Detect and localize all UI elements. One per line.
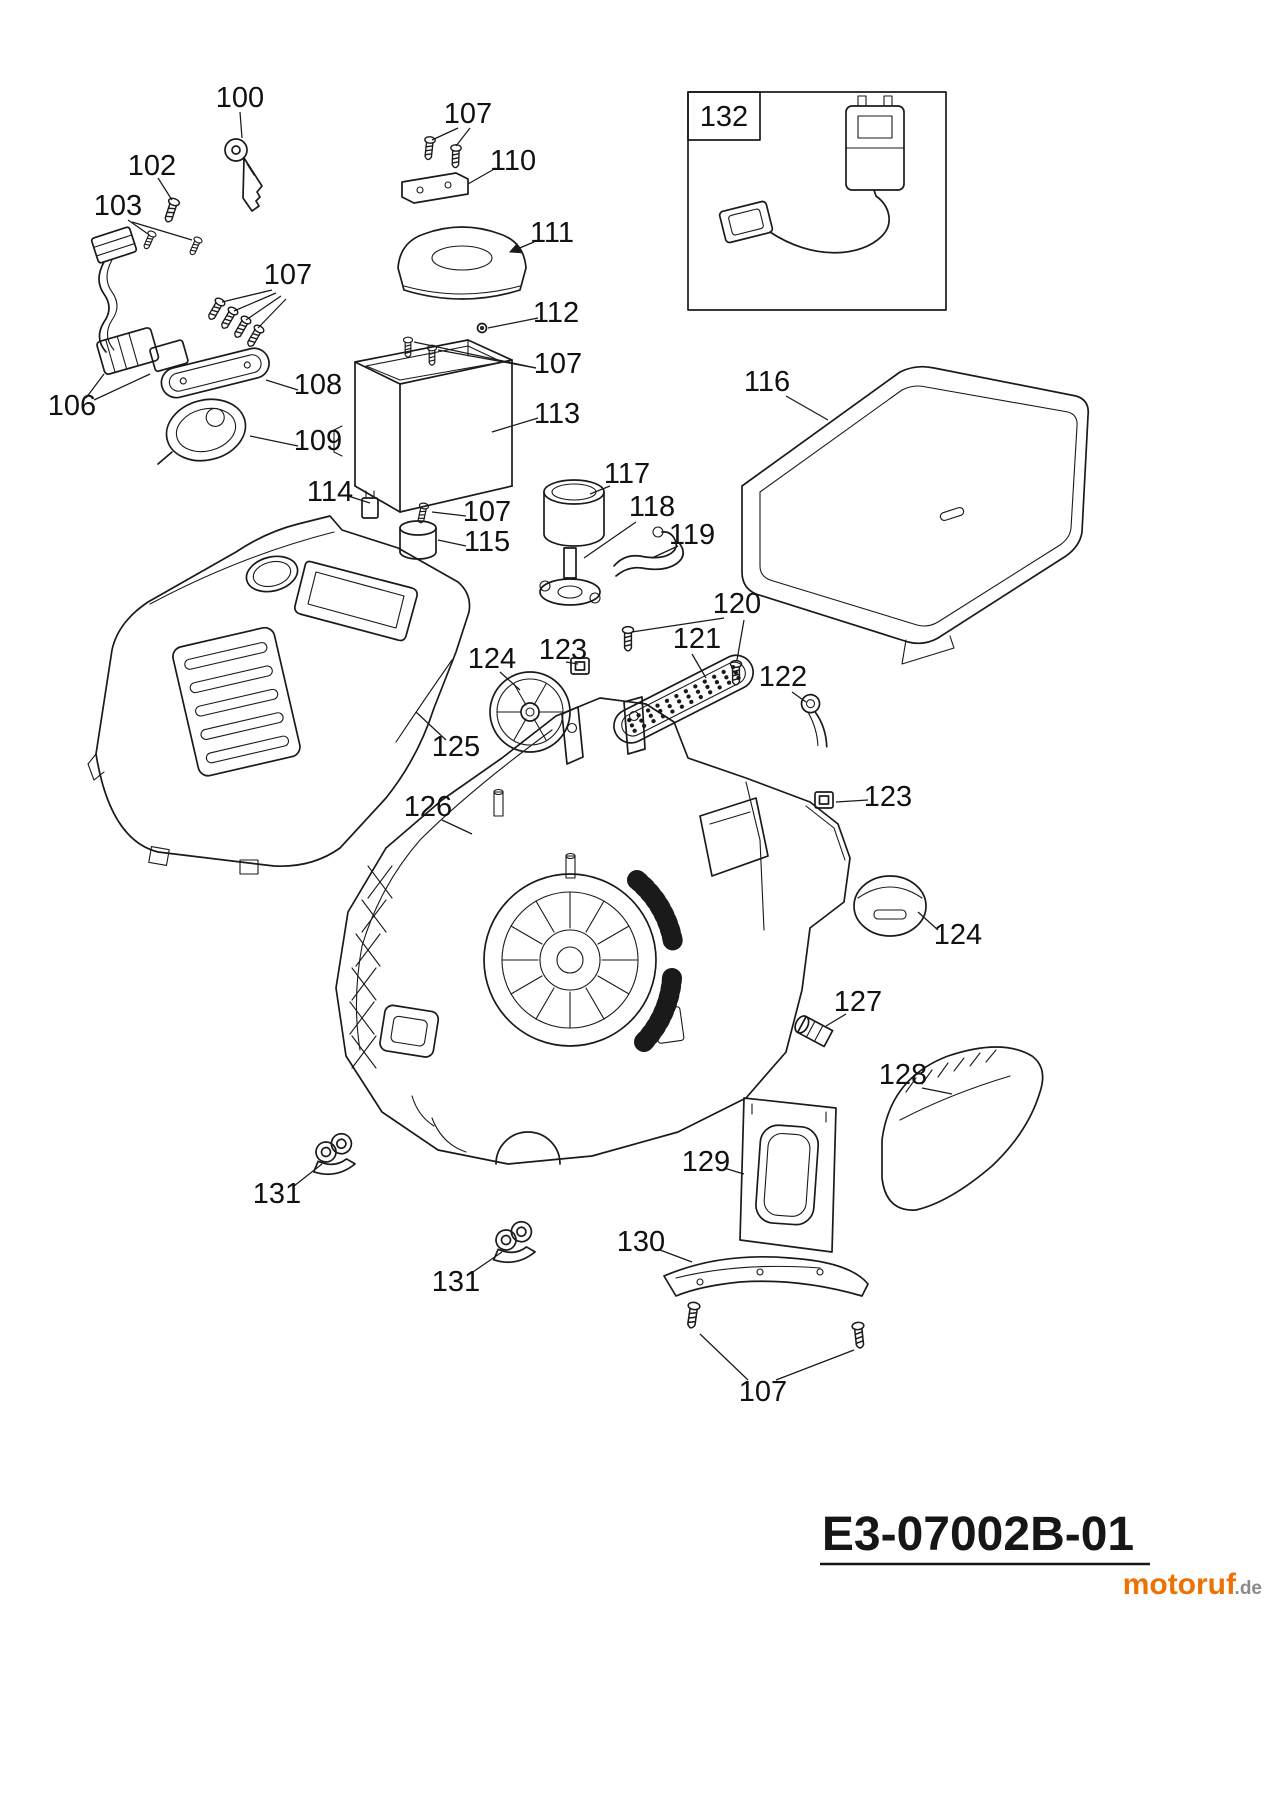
- part-label-113: 113: [534, 398, 580, 430]
- charger-box-132: [687, 91, 947, 311]
- part-label-102: 102: [128, 150, 176, 182]
- part-label-108: 108: [294, 369, 342, 401]
- part-label-107-group: 107: [264, 259, 312, 291]
- nut-123-right: [814, 791, 834, 809]
- cable-clip-122: [800, 693, 828, 748]
- part-label-123-left: 123: [539, 634, 587, 666]
- part-label-122: 122: [759, 661, 807, 693]
- upper-housing-125: [87, 515, 471, 875]
- handle-121: [613, 654, 754, 744]
- part-label-115: 115: [464, 526, 510, 558]
- part-label-109: 109: [294, 425, 342, 457]
- part-label-110: 110: [490, 145, 536, 177]
- rear-flap-116: [741, 365, 1090, 665]
- bolt-127: [794, 1015, 834, 1048]
- part-label-100: 100: [216, 82, 264, 114]
- side-cover-128: [881, 1046, 1044, 1211]
- bracket-110: [401, 172, 469, 204]
- part-label-131-right: 131: [432, 1266, 480, 1298]
- cover-plate-108: [160, 347, 270, 399]
- part-label-107-115: 107: [463, 496, 511, 528]
- clip-131-left: [305, 1130, 359, 1180]
- part-label-132: 132: [700, 101, 748, 133]
- block-114: [361, 490, 379, 519]
- part-label-120: 120: [713, 588, 761, 620]
- part-label-123-right: 123: [864, 781, 912, 813]
- screws-107-top: [422, 135, 462, 169]
- part-label-125: 125: [432, 731, 480, 763]
- part-label-117: 117: [604, 458, 650, 490]
- part-label-112: 112: [533, 297, 579, 329]
- screw-102: [161, 196, 182, 225]
- part-label-114: 114: [307, 476, 353, 508]
- screw-group-107-left: [205, 295, 266, 350]
- screws-107-bottom: [684, 1300, 867, 1350]
- diagram-code: E3-07002B-01: [822, 1508, 1134, 1561]
- part-label-119: 119: [669, 519, 715, 551]
- part-label-111: 111: [530, 217, 574, 249]
- part-label-124-left: 124: [468, 643, 516, 675]
- charger-cable: [769, 189, 890, 254]
- knob-124-right: [853, 875, 927, 937]
- part-label-107-box: 107: [534, 348, 582, 380]
- mower-deck-126: [335, 696, 851, 1165]
- cover-111: [397, 226, 527, 300]
- part-label-121: 121: [673, 623, 721, 655]
- part-label-127: 127: [834, 986, 882, 1018]
- part-label-103: 103: [94, 190, 142, 222]
- dial-109: [157, 398, 247, 465]
- charger-unit: [845, 95, 905, 191]
- clip-131-right: [485, 1218, 539, 1268]
- rear-plate-129: [739, 1097, 837, 1253]
- watermark-brand: motoruf: [1123, 1568, 1237, 1601]
- part-label-106: 106: [48, 390, 96, 422]
- wiring-harness-106: [90, 226, 189, 376]
- bracket-130: [663, 1255, 869, 1297]
- part-label-130: 130: [617, 1226, 665, 1258]
- part-label-118: 118: [629, 491, 675, 523]
- fan-wheel-124-left: [489, 671, 571, 753]
- part-label-107-bottom: 107: [739, 1376, 787, 1408]
- part-label-126: 126: [404, 791, 452, 823]
- charger-plug: [718, 200, 774, 244]
- part-label-129: 129: [682, 1146, 730, 1178]
- lever-119: [613, 526, 685, 577]
- battery-box-113: [333, 336, 513, 513]
- diagram-footer: E3-07002B-01 motoruf .de: [820, 1508, 1262, 1601]
- watermark-tld: .de: [1235, 1578, 1262, 1599]
- screw-112: [476, 322, 488, 334]
- sleeve-115: [399, 520, 437, 560]
- part-label-116: 116: [744, 366, 790, 398]
- ignition-key-100: [224, 138, 263, 212]
- part-label-131-left: 131: [253, 1178, 301, 1210]
- leader-lines: [85, 111, 953, 1381]
- part-label-107-top: 107: [444, 98, 492, 130]
- part-label-124-right: 124: [934, 919, 982, 951]
- part-labels: 100 102 103 107 110 111 107 112 107 106 …: [48, 82, 982, 1408]
- part-label-128: 128: [879, 1059, 927, 1091]
- cap-117: [543, 479, 605, 547]
- spindle-118: [539, 547, 601, 606]
